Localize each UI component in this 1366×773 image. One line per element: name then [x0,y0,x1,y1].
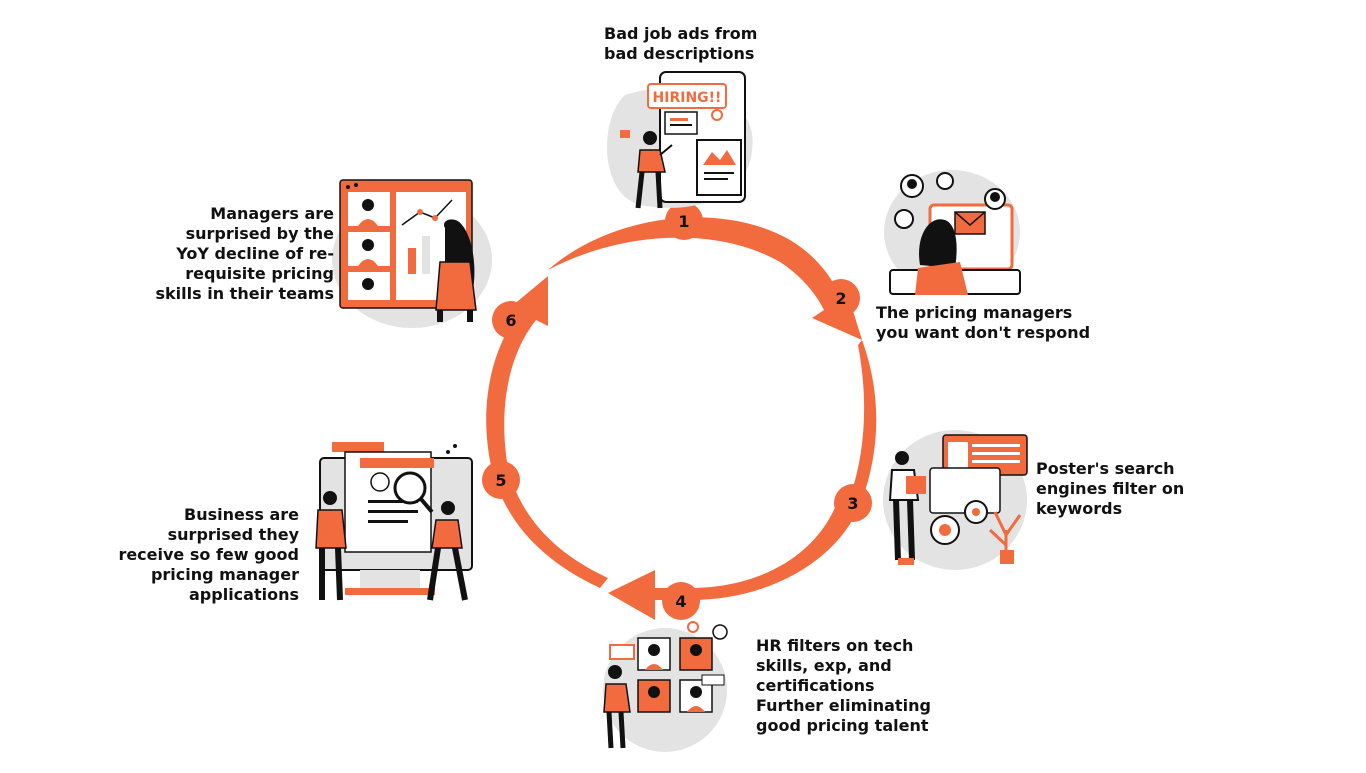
email-laptop-illustration-icon [884,170,1021,295]
cycle-arrows [486,217,877,620]
step-badge-3 [834,484,872,522]
step-5-text: Business are surprised they receive so f… [118,505,299,604]
step-badges: 1 2 3 4 5 6 [482,202,872,620]
magnifier-resume-illustration-icon [315,442,473,601]
arrow-5-to-6 [486,276,548,470]
step-number-2: 2 [835,289,846,308]
step-6-text: Managers are surprised by the YoY declin… [155,204,334,303]
search-engine-gears-illustration-icon [883,430,1028,570]
step-1-text: Bad job ads from bad descriptions [604,24,758,63]
step-badge-1 [665,202,703,240]
step-4-text: HR filters on tech skills, exp, and cert… [756,636,931,735]
step-2-text: The pricing managers you want don't resp… [876,303,1091,342]
hiring-badge-text: HIRING!! [653,90,722,106]
step-badge-5 [482,461,520,499]
video-conference-illustration-icon [332,179,492,328]
step-number-6: 6 [505,311,516,330]
step-3-text: Poster's search engines filter on keywor… [1036,459,1185,518]
arrow-3-to-4 [608,495,862,620]
arrow-2-to-3 [850,340,877,500]
step-number-3: 3 [847,494,858,513]
step-badge-2 [822,279,860,317]
step-number-1: 1 [678,212,689,231]
candidate-grid-illustration-icon [603,621,728,752]
step-badge-6 [492,301,530,339]
arrow-1-to-2 [548,217,862,340]
hiring-ad-illustration-icon: HIRING!! [606,71,753,209]
step-number-5: 5 [495,471,506,490]
step-number-4: 4 [675,592,686,611]
step-badge-4 [662,582,700,620]
